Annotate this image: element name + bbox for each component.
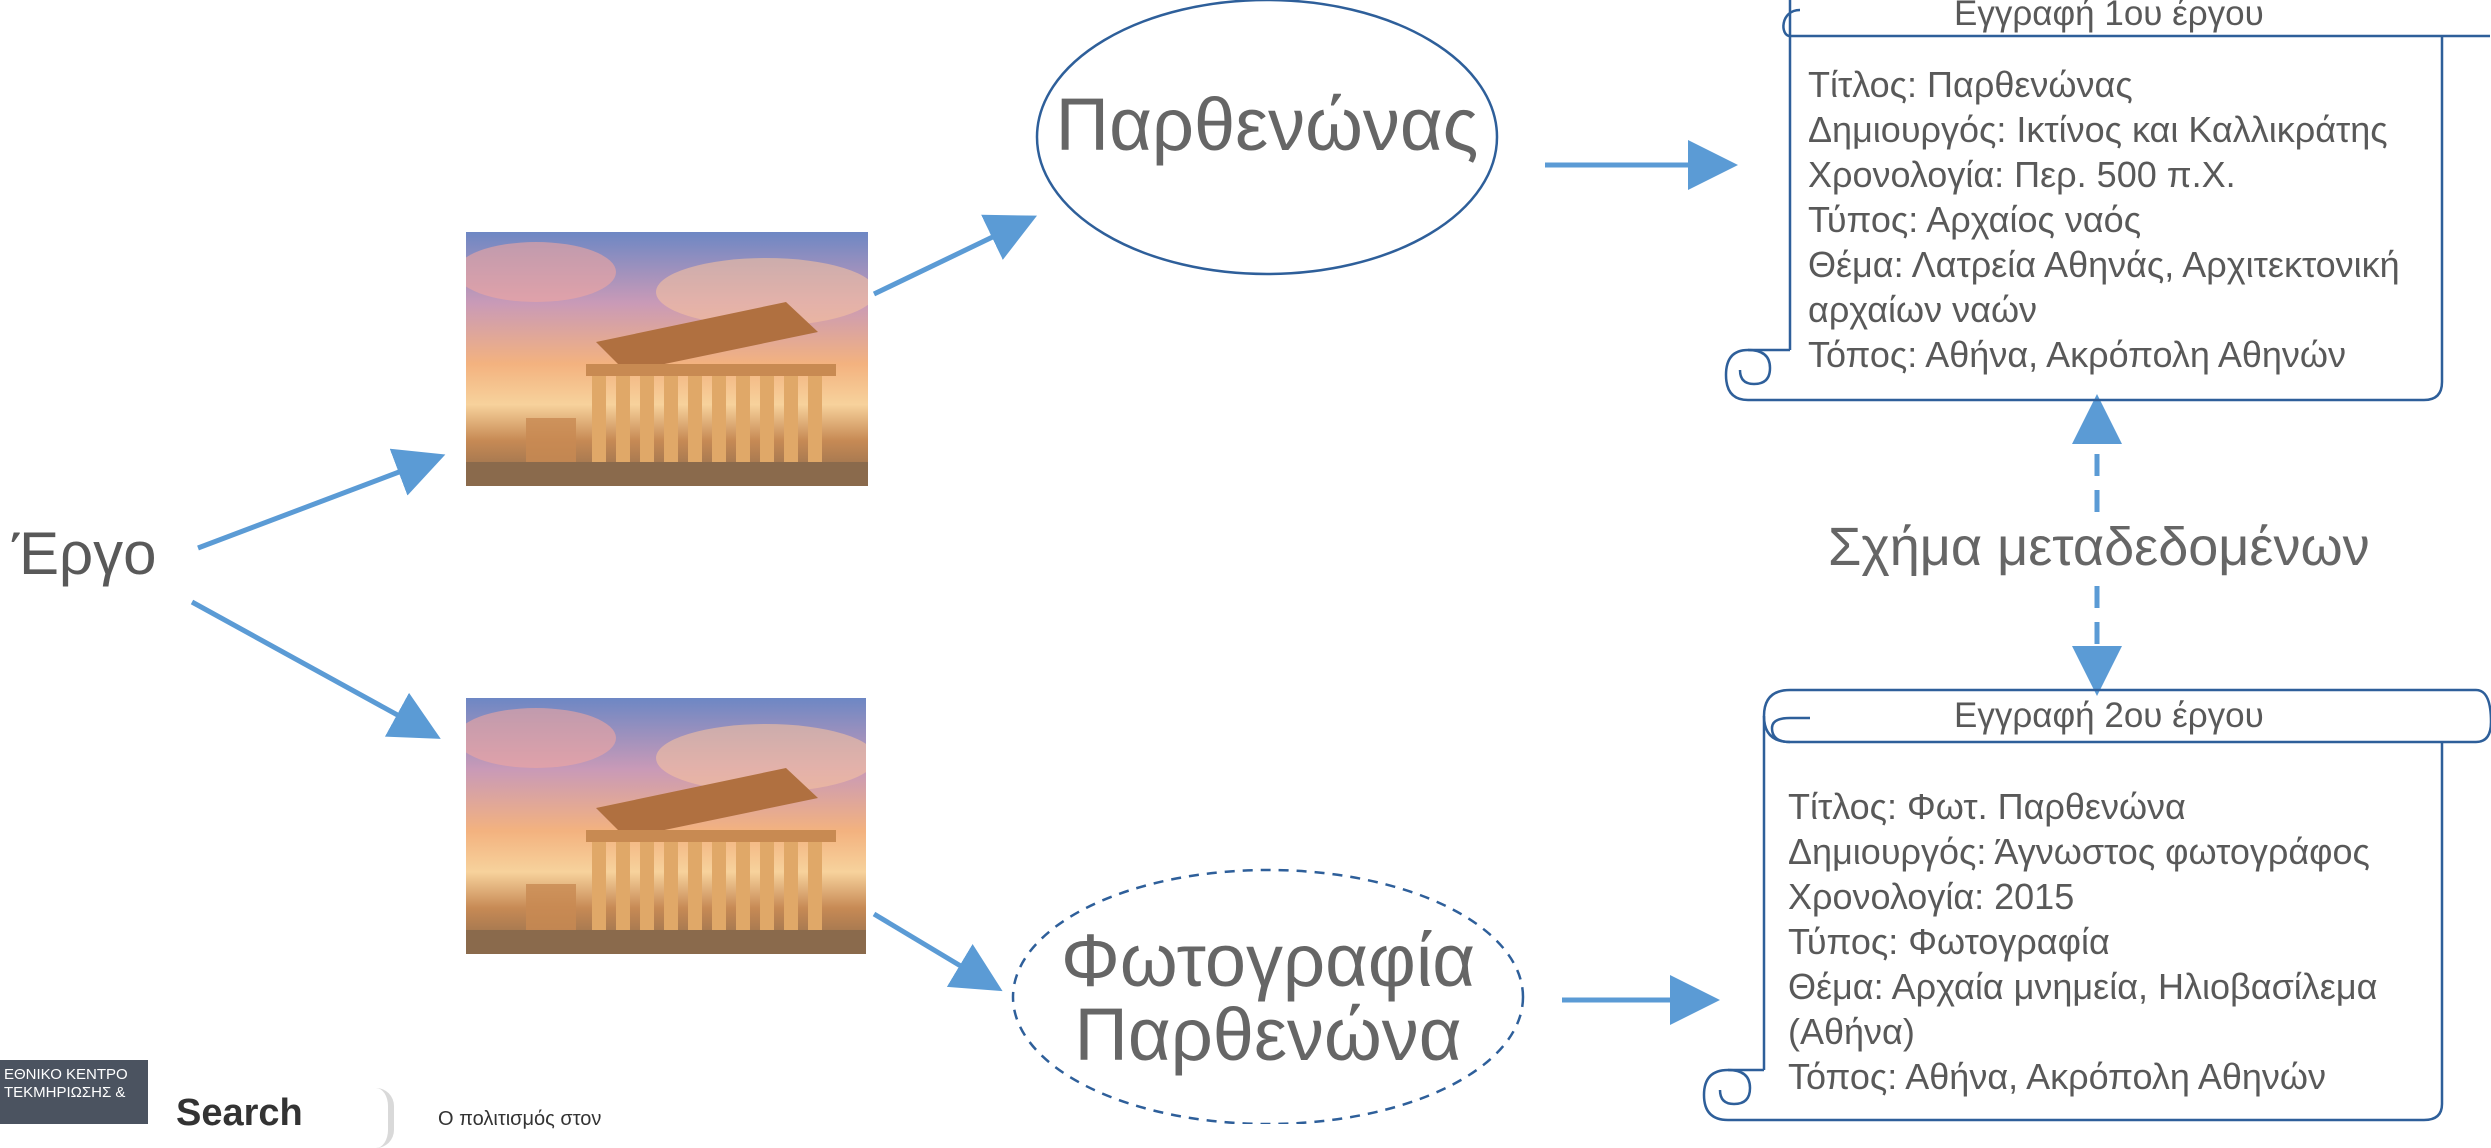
record2-line: (Αθήνα) — [1788, 1011, 1915, 1052]
metadata-schema-label: Σχήμα μεταδεδομένων — [1828, 517, 2370, 577]
arrow-root-to-bottom-photo — [190, 599, 441, 739]
search-link[interactable]: Search — [176, 1092, 303, 1134]
ekt-logo: ΕΘΝΙΚΟ ΚΕΝΤΡΟ ΤΕΚΜΗΡΙΩΣΗΣ & — [0, 1060, 148, 1124]
node-top-ellipse — [1035, 0, 1499, 276]
record1-line: Θέμα: Λατρεία Αθηνάς, Αρχιτεκτονική — [1808, 244, 2400, 285]
record1-title: Εγγραφή 1ου έργου — [1954, 0, 2264, 33]
node-top-label: Παρθενώνας — [1055, 83, 1479, 166]
logo-line2: ΤΕΚΜΗΡΙΩΣΗΣ & — [4, 1084, 126, 1101]
parthenon-image-icon — [466, 708, 866, 954]
parthenon-image-icon — [466, 242, 868, 486]
record2-line: Τόπος: Αθήνα, Ακρόπολη Αθηνών — [1788, 1056, 2327, 1097]
record1-line: Τόπος: Αθήνα, Ακρόπολη Αθηνών — [1808, 334, 2347, 375]
record2-scroll-shape — [1702, 688, 2491, 1122]
parthenon-photo-top — [466, 232, 868, 486]
footer-tagline: Ο πολιτισμός στον — [438, 1108, 602, 1130]
record2-line: Τύπος: Φωτογραφία — [1788, 921, 2110, 962]
record2-line: Τίτλος: Φωτ. Παρθενώνα — [1788, 786, 2186, 827]
record1-line: Τύπος: Αρχαίος ναός — [1808, 199, 2142, 240]
record1-scroll-shape — [1724, 0, 2490, 402]
arrow-bottom-photo-to-node — [872, 911, 1003, 992]
record1-body: Τίτλος: Παρθενώνας Δημιουργός: Ικτίνος κ… — [1808, 62, 2400, 377]
node-bottom-ellipse — [1011, 868, 1525, 1124]
record2-body: Τίτλος: Φωτ. Παρθενώνα Δημιουργός: Άγνωσ… — [1788, 784, 2377, 1099]
record1-line: αρχαίων ναών — [1808, 289, 2038, 330]
bracket-decoration — [372, 1088, 394, 1148]
parthenon-photo-bottom — [466, 698, 866, 954]
logo-line1: ΕΘΝΙΚΟ ΚΕΝΤΡΟ — [4, 1066, 128, 1083]
record2-title: Εγγραφή 2ου έργου — [1954, 696, 2264, 735]
arrow-top-photo-to-node — [872, 214, 1038, 297]
record1-line: Χρονολογία: Περ. 500 π.Χ. — [1808, 154, 2236, 195]
node-bottom-label-line2: Παρθενώνα — [1074, 993, 1462, 1076]
root-label: Έργο — [12, 520, 157, 587]
node-bottom-label-line1: Φωτογραφία — [1060, 919, 1476, 1002]
record2-line: Χρονολογία: 2015 — [1788, 876, 2075, 917]
record2-line: Θέμα: Αρχαία μνημεία, Ηλιοβασίλεμα — [1788, 966, 2378, 1007]
record1-line: Δημιουργός: Ικτίνος και Καλλικράτης — [1808, 109, 2388, 150]
record1-line: Τίτλος: Παρθενώνας — [1808, 64, 2133, 105]
arrow-root-to-top-photo — [197, 448, 446, 551]
record2-line: Δημιουργός: Άγνωστος φωτογράφος — [1788, 831, 2370, 872]
diagram-canvas — [190, 0, 2491, 1124]
